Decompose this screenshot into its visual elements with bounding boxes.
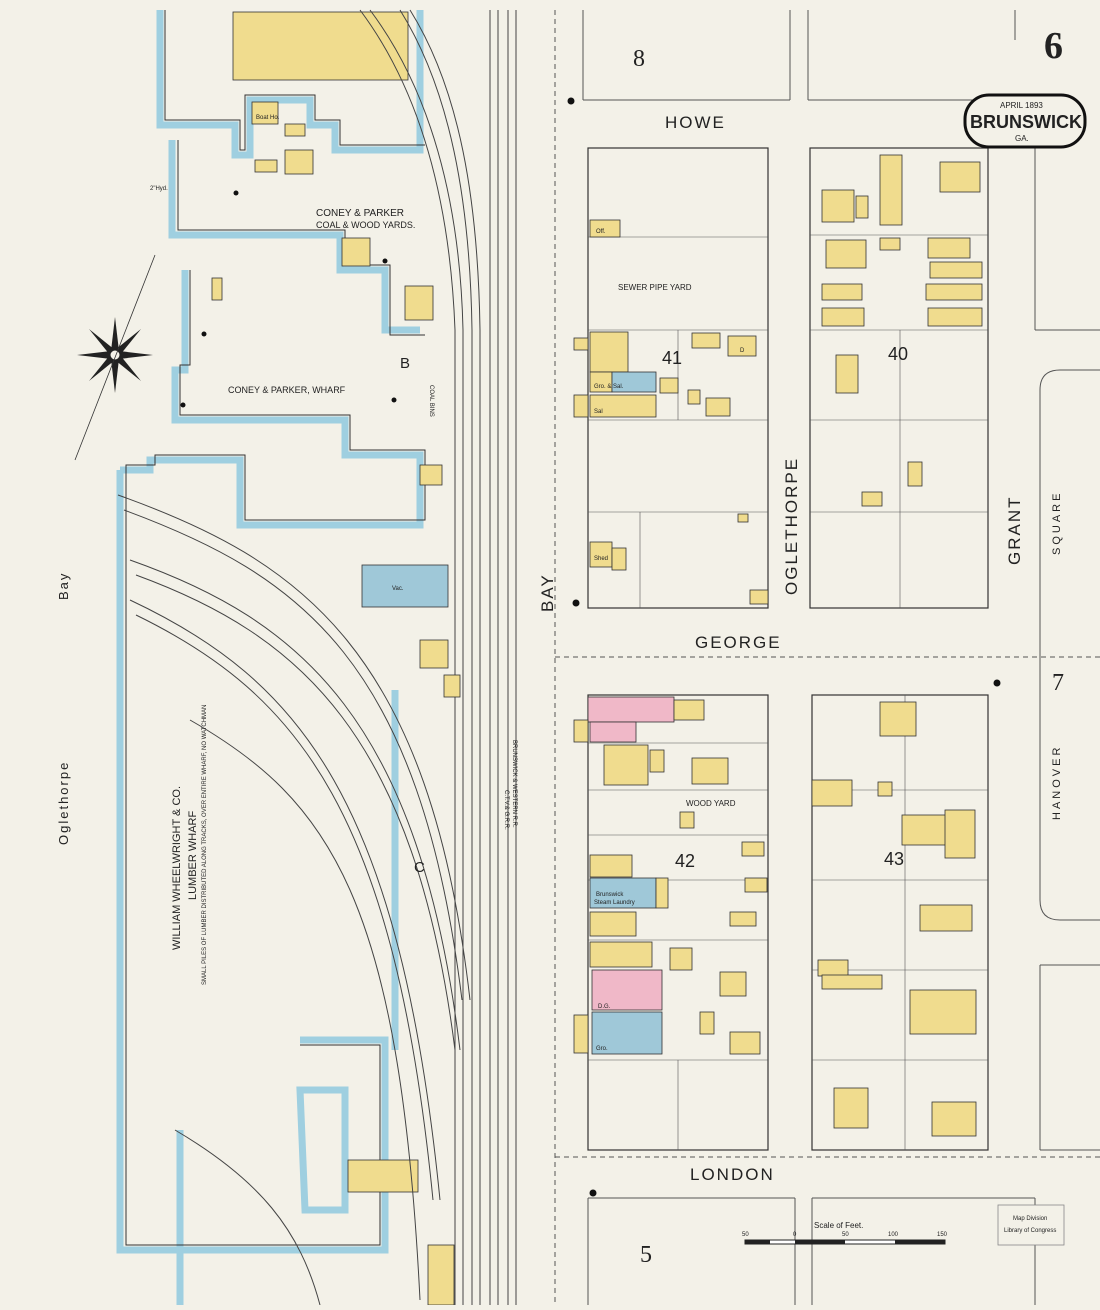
stamp-line-2: Library of Congress bbox=[1004, 1228, 1056, 1234]
scale-tick-0: 50 bbox=[742, 1232, 749, 1238]
library-stamp bbox=[997, 1204, 1065, 1246]
scale-label: Scale of Feet. bbox=[814, 1221, 863, 1230]
water-bay: Bay bbox=[56, 572, 71, 600]
compass-rose-icon bbox=[74, 254, 156, 461]
block-outlines bbox=[587, 147, 989, 1151]
wharf-coney-top: CONEY & PARKER bbox=[316, 208, 404, 219]
wharf-coney-wharf: CONEY & PARKER, WHARF bbox=[228, 385, 346, 395]
section-c-label: C bbox=[414, 859, 425, 876]
label-hydrant: 2"Hyd. bbox=[150, 186, 168, 192]
section-b-label: B bbox=[400, 355, 410, 372]
label-off: Off. bbox=[596, 229, 606, 235]
label-boat: Boat Ho. bbox=[256, 115, 280, 121]
scale-tick-3: 100 bbox=[888, 1232, 899, 1238]
railroad-cty: C.T.V.& G.R.R. bbox=[503, 790, 509, 830]
block-41: 41 bbox=[662, 348, 682, 368]
sheet-date: APRIL 1893 bbox=[1000, 101, 1043, 110]
label-sal: Sal bbox=[594, 409, 603, 415]
scale-tick-4: 150 bbox=[937, 1232, 948, 1238]
water-oglethorpe: Oglethorpe bbox=[56, 761, 71, 845]
street-george: GEORGE bbox=[695, 633, 782, 652]
railroad-bw: BRUNSWICK & WESTERN R.R. bbox=[511, 740, 517, 828]
wharf-outlines bbox=[116, 10, 424, 1305]
adjacent-sheet-8: 8 bbox=[633, 46, 645, 72]
block-43: 43 bbox=[884, 849, 904, 869]
scale-bar bbox=[744, 1239, 946, 1245]
street-lines bbox=[554, 10, 1100, 1305]
street-oglethorpe: OGLETHORPE bbox=[782, 457, 801, 595]
adjacent-sheet-7: 7 bbox=[1052, 670, 1064, 696]
street-hanover: HANOVER bbox=[1051, 745, 1063, 820]
label-gro: Gro. bbox=[596, 1046, 608, 1052]
laundry-name-1: Brunswick bbox=[596, 892, 624, 898]
sewer-pipe-yard: SEWER PIPE YARD bbox=[618, 283, 692, 292]
block-42: 42 bbox=[675, 851, 695, 871]
lumber-wharf-note: SMALL PILES OF LUMBER DISTRIBUTED ALONG … bbox=[202, 705, 208, 985]
wharf-coal-bins: COAL BINS bbox=[428, 385, 434, 417]
sheet-state: GA. bbox=[1015, 134, 1029, 143]
lumber-wharf-owner: WILLIAM WHEELWRIGHT & CO. bbox=[171, 786, 183, 950]
scale-tick-1: 0 bbox=[793, 1232, 797, 1238]
wharf-coal-wood: COAL & WOOD YARDS. bbox=[316, 220, 415, 230]
label-vac: Vac. bbox=[392, 586, 404, 592]
scale-tick-2: 50 bbox=[842, 1232, 849, 1238]
label-d: D bbox=[740, 348, 745, 354]
label-dg: D.G. bbox=[598, 1004, 611, 1010]
label-gro-sal: Gro. & Sal. bbox=[594, 384, 624, 390]
sheet-number: 6 bbox=[1044, 25, 1063, 67]
lumber-wharf-title: LUMBER WHARF bbox=[187, 810, 199, 900]
hydrant-markers bbox=[180, 97, 1001, 1197]
street-london: LONDON bbox=[690, 1165, 775, 1184]
street-howe: HOWE bbox=[665, 113, 726, 132]
buildings bbox=[211, 101, 983, 1137]
street-square: SQUARE bbox=[1051, 491, 1063, 555]
laundry-name-2: Steam Laundry bbox=[594, 900, 635, 906]
railroad-tracks bbox=[117, 9, 517, 1306]
block-40: 40 bbox=[888, 344, 908, 364]
street-bay: BAY bbox=[538, 573, 557, 612]
adjacent-sheet-5: 5 bbox=[640, 1242, 652, 1268]
street-grant: GRANT bbox=[1005, 496, 1024, 566]
sheet-city: BRUNSWICK bbox=[970, 112, 1082, 132]
wood-yard: WOOD YARD bbox=[686, 799, 736, 808]
label-shed: Shed bbox=[594, 556, 608, 562]
stamp-line-1: Map Division bbox=[1013, 1216, 1047, 1222]
title-cartouche bbox=[963, 93, 1087, 149]
